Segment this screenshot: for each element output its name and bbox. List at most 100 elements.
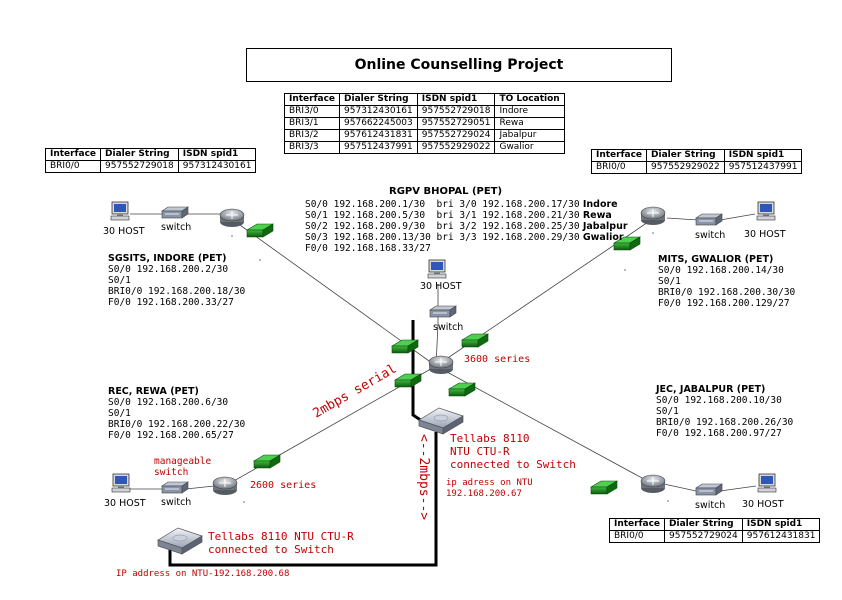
rewa-manageable-switch-label: manageable switch <box>154 456 212 478</box>
table-cell: 957662245003 <box>339 117 418 130</box>
table-header: ISDN spid1 <box>177 148 257 161</box>
switch-gwalior-icon <box>695 213 723 226</box>
table-cell: 957612431831 <box>339 129 418 142</box>
table-cell: 957512437991 <box>339 141 418 154</box>
jabalpur-name: JEC, JABALPUR (PET) <box>656 384 766 395</box>
table-cell: 957312430161 <box>339 105 418 118</box>
annotation-line: connected to Switch <box>208 543 334 556</box>
interface-line: S0/0 192.168.200.10/30 <box>656 395 782 406</box>
annotation-line: ip adress on NTU <box>446 478 533 488</box>
table-cell: 957552929022 <box>416 141 496 154</box>
location-label: Indore <box>579 199 618 210</box>
table-cell: Gwalior <box>494 141 565 154</box>
hub-host-label: 30 HOST <box>420 281 462 292</box>
interface-line: F0/0 192.168.200.129/27 <box>658 298 790 309</box>
table-cell: BRI0/0 <box>590 161 648 174</box>
switch-rewa-icon <box>161 481 189 494</box>
gwalior-host-label: 30 HOST <box>744 229 786 240</box>
jabalpur-switch-label: switch <box>695 500 726 511</box>
table-cell: Rewa <box>494 117 565 130</box>
interface-line: S0/1 192.168.200.5/30 bri 3/1 192.168.20… <box>305 210 612 221</box>
location-label: Rewa <box>579 210 612 221</box>
router-hub-icon <box>428 355 454 375</box>
csu-hub-jabalpur-icon <box>448 382 476 397</box>
interface-line: S0/1 <box>658 276 681 287</box>
location-label: Jabalpur <box>579 221 628 232</box>
pc-gwalior-icon <box>756 201 776 221</box>
ntu-hub-icon <box>418 407 464 435</box>
table-header: ISDN spid1 <box>741 518 821 531</box>
annotation-line: Tellabs 8110 <box>450 432 530 445</box>
table-header: Interface <box>283 93 341 106</box>
interface-line: S0/3 192.168.200.13/30 bri 3/3 192.168.2… <box>305 232 624 243</box>
router-indore-icon <box>219 208 245 228</box>
interface-line: S0/1 <box>656 406 679 417</box>
indore-name: SGSITS, INDORE (PET) <box>108 253 227 264</box>
table-header: TO Location <box>494 93 565 106</box>
interface-line: BRI0/0 192.168.200.26/30 <box>656 417 794 428</box>
pc-rewa-icon <box>111 473 131 493</box>
router-rewa-icon <box>212 476 238 496</box>
table-cell: BRI3/2 <box>283 129 341 142</box>
table-header: ISDN spid1 <box>416 93 496 106</box>
table-cell: 957312430161 <box>177 160 257 173</box>
switch-hub-icon <box>429 305 457 318</box>
csu-rewa-icon <box>253 454 281 469</box>
pc-hub-icon <box>427 259 447 279</box>
rewa-switch-label: switch <box>161 497 192 508</box>
ntu-2mbps-link <box>168 320 438 567</box>
interface-line: F0/0 192.168.200.65/27 <box>108 430 234 441</box>
table-header: Dialer String <box>646 149 725 162</box>
table-cell: Indore <box>494 105 565 118</box>
csu-indore-icon <box>246 223 274 238</box>
annotation-line: NTU CTU-R <box>450 445 510 458</box>
interface-line: F0/0 192.168.200.97/27 <box>656 428 782 439</box>
table-cell: 957512437991 <box>723 161 803 174</box>
table-cell: BRI3/1 <box>283 117 341 130</box>
table-cell: BRI3/0 <box>283 105 341 118</box>
interface-line: F0/0 192.168.168.33/27 <box>305 243 431 254</box>
interface-line: S0/1 <box>108 408 131 419</box>
pc-indore-icon <box>110 201 130 221</box>
table-cell: 957552729024 <box>664 530 743 543</box>
table-cell: 957552729018 <box>100 160 179 173</box>
rewa-name: REC, REWA (PET) <box>108 386 199 397</box>
interface-line: F0/0 192.168.200.33/27 <box>108 297 234 308</box>
indore-host-label: 30 HOST <box>103 226 145 237</box>
csu-hub-rewa-icon <box>394 373 422 388</box>
rewa-series-label: 2600 series <box>250 480 317 491</box>
indore-switch-label: switch <box>161 222 192 233</box>
table-header: Dialer String <box>100 148 179 161</box>
ntu-link-label: <--2mbps--> <box>416 434 431 520</box>
router-jabalpur-icon <box>640 474 666 494</box>
hub-series-label: 3600 series <box>464 354 531 365</box>
table-header: Dialer String <box>339 93 418 106</box>
interface-line: BRI0/0 192.168.200.30/30 <box>658 287 796 298</box>
gwalior-name: MITS, GWALIOR (PET) <box>658 254 774 265</box>
interface-line: S0/0 192.168.200.6/30 <box>108 397 229 408</box>
table-header: Dialer String <box>664 518 743 531</box>
interface-line: BRI0/0 192.168.200.18/30 <box>108 286 246 297</box>
ntu-rewa-ip-annotation: IP address on NTU-192.168.200.68 <box>116 569 290 579</box>
table-header: Interface <box>608 518 666 531</box>
hub-switch-label: switch <box>433 322 464 333</box>
annotation-line: Tellabs 8110 NTU CTU-R <box>208 530 354 543</box>
switch-jabalpur-icon <box>695 483 723 496</box>
rewa-host-label: 30 HOST <box>104 498 146 509</box>
